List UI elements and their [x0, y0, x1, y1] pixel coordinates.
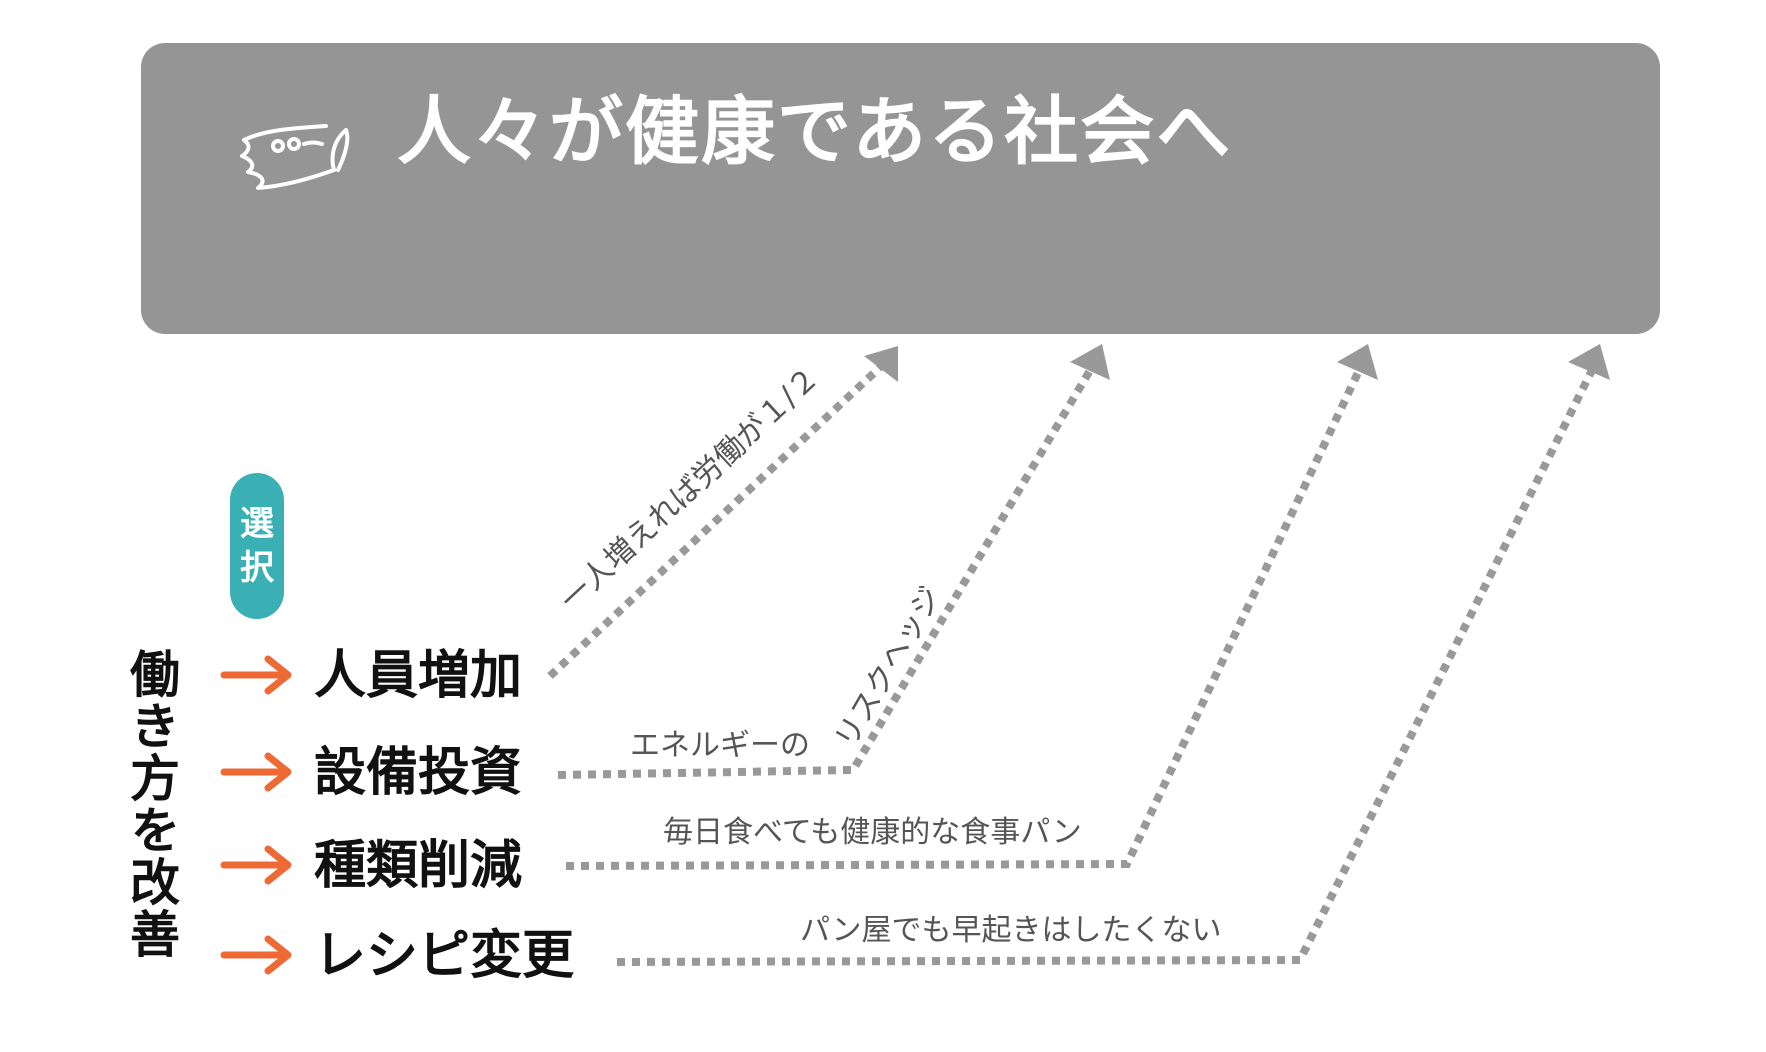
right-arrow-icon [220, 655, 292, 695]
arrowhead-icon [1568, 344, 1610, 380]
goal-banner [141, 43, 1660, 334]
option-staff-increase: 人員増加 [314, 646, 523, 706]
option-variety-reduction: 種類削減 [314, 836, 523, 896]
path-label-3: 毎日食べても健康的な食事パン [663, 815, 1082, 850]
improve-workstyle-label: 働き方を改善 [122, 648, 180, 960]
right-arrow-icon [220, 935, 292, 975]
dotted-path-1 [547, 355, 893, 679]
badge-char-2: 択 [240, 548, 274, 588]
path-label-2a: エネルギーの [630, 728, 810, 763]
arrowhead-icon [1070, 344, 1110, 380]
selection-badge: 選 択 [230, 473, 284, 619]
goal-title: 人々が健康である社会へ [397, 89, 1233, 175]
right-arrow-icon [220, 845, 292, 885]
path-label-1: 一人増えれば労働が１/２ [554, 360, 827, 618]
dotted-path-2 [557, 359, 1099, 779]
bread-face-logo-icon [240, 124, 350, 190]
option-recipe-change: レシピ変更 [314, 926, 575, 986]
arrowhead-icon [864, 346, 898, 382]
path-label-2b: リスクヘッジ [829, 581, 949, 754]
option-equipment-investment: 設備投資 [314, 743, 523, 803]
badge-char-1: 選 [240, 503, 274, 544]
arrowhead-icon [1337, 344, 1378, 380]
dotted-path-4 [616, 360, 1600, 966]
right-arrow-icon [220, 752, 292, 792]
dotted-path-3 [565, 360, 1367, 870]
path-label-4: パン屋でも早起きはしたくない [800, 913, 1222, 948]
